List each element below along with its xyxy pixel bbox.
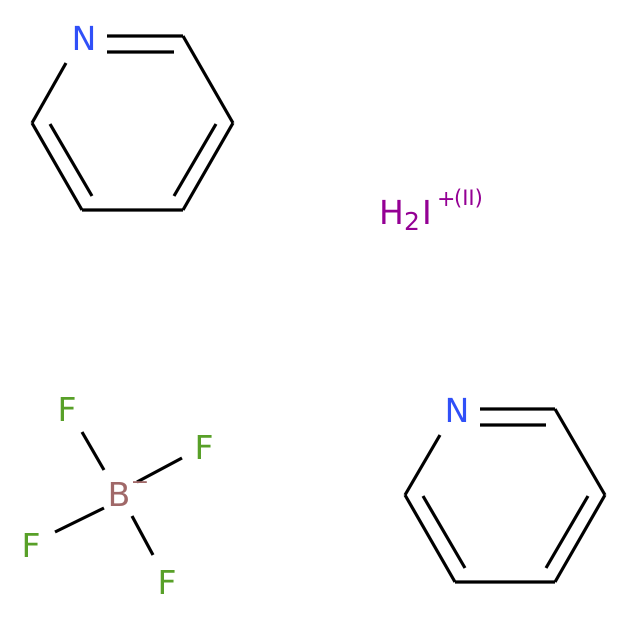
bond [421, 495, 467, 569]
dihydrogen-iodine-species: H 2 I + (II) [379, 186, 483, 236]
bond [172, 123, 218, 197]
iodine-atom-label: I [422, 193, 432, 232]
bond [403, 434, 442, 496]
bond [544, 495, 590, 569]
bond [403, 494, 457, 583]
fluorine-atom-label: F [158, 563, 177, 602]
bond [553, 494, 607, 583]
fluorine-atom-label: F [195, 428, 214, 467]
bond [54, 506, 105, 534]
nitrogen-atom-label: N [445, 391, 470, 430]
bond [553, 408, 607, 496]
pyridine-ring-2: N [403, 391, 607, 584]
bond [136, 456, 183, 484]
fluorine-atom-label: F [58, 390, 77, 429]
bond [130, 515, 155, 556]
iodine-charge: + [437, 187, 455, 212]
tetrafluoroborate-anion: B − F F F F [22, 390, 214, 602]
boron-charge: − [131, 470, 149, 495]
nitrogen-atom-label: N [72, 19, 97, 58]
oxidation-state: (II) [454, 186, 483, 210]
bond [181, 122, 235, 211]
bond [30, 122, 84, 211]
bond [30, 62, 68, 124]
bond [48, 123, 94, 197]
bond [80, 431, 106, 471]
bond [181, 35, 235, 124]
hydrogen-label: H [379, 193, 404, 232]
boron-atom-label: B [108, 475, 131, 514]
pyridine-ring-1: N [30, 19, 235, 212]
hydrogen-count-subscript: 2 [404, 207, 420, 236]
fluorine-atom-label: F [22, 526, 41, 565]
